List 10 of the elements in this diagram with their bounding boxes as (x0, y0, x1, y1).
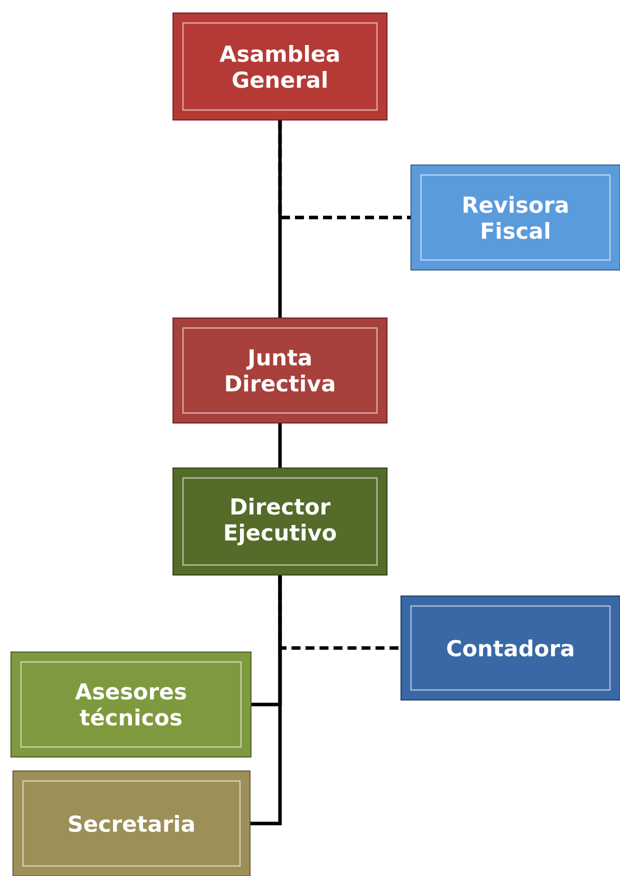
org-box: Revisora Fiscal (410, 164, 620, 270)
connector-line (278, 424, 282, 468)
org-box: Director Ejecutivo (172, 468, 388, 576)
connector-line (278, 120, 282, 318)
connector-line (250, 576, 282, 826)
org-box: Junta Directiva (172, 318, 388, 424)
org-box: Asesores técnicos (10, 652, 252, 758)
org-box: Asamblea General (172, 12, 388, 120)
org-box: Secretaria (12, 770, 250, 876)
org-box: Contadora (400, 596, 620, 700)
